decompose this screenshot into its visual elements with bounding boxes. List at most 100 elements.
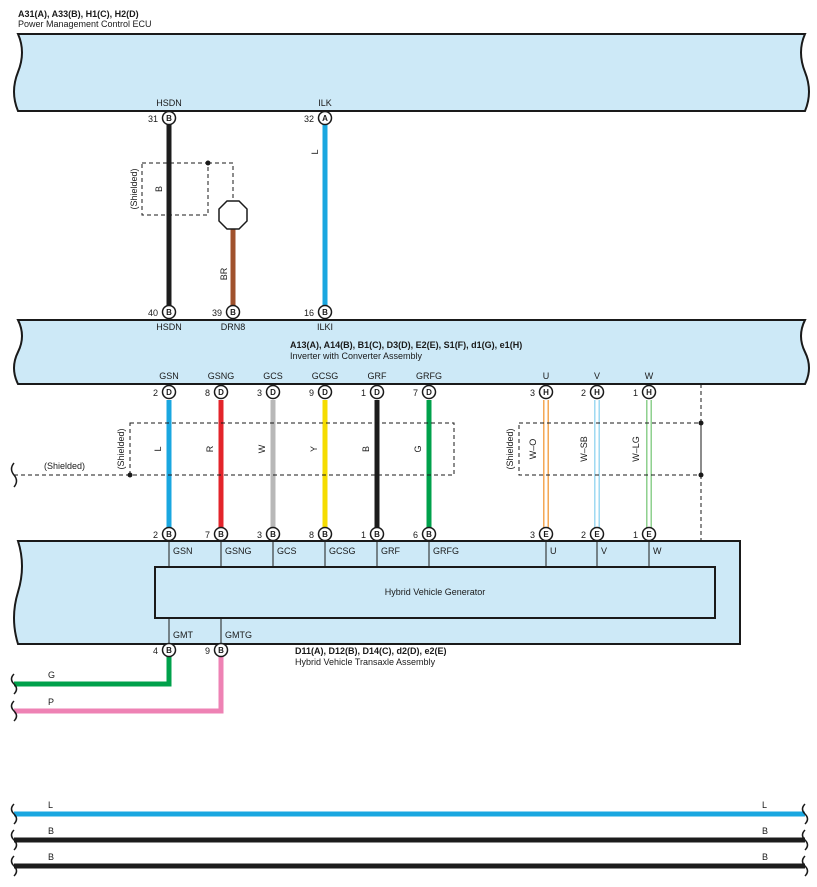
pin-conn-16: B (322, 308, 328, 317)
wire-label-top-br: BR (219, 267, 229, 280)
pin-conn-v-inv: H (594, 388, 600, 397)
pin-num-v-inv: 2 (581, 388, 586, 398)
pin-conn-gsn-trx: B (166, 530, 172, 539)
pin-circle-u-inv (538, 384, 554, 400)
pin-conn-w-inv: H (646, 388, 652, 397)
pin-num-v-trx: 2 (581, 530, 586, 540)
ecu-top-box (13, 33, 810, 112)
transaxle-name: Hybrid Vehicle Transaxle Assembly (295, 657, 436, 667)
pin-conn-gsng-inv: D (218, 388, 224, 397)
pin-num-grf-inv: 1 (361, 388, 366, 398)
pin-conn-32: A (322, 114, 328, 123)
pin-circle-gcs-trx (265, 526, 281, 542)
pin-circle-w-trx (641, 526, 657, 542)
wire-label-u: W–O (528, 439, 538, 460)
shield-external-label: (Shielded) (44, 461, 85, 471)
pin-conn-grf-inv: D (374, 388, 380, 397)
break-mark-bus-2-right (801, 829, 809, 851)
pin-label-drn8: DRN8 (221, 322, 246, 332)
pin-num-gcsg-trx: 8 (309, 530, 314, 540)
shield-splice-right-bottom (698, 472, 704, 478)
pin-num-gcs-inv: 3 (257, 388, 262, 398)
pin-num-grfg-trx: 6 (413, 530, 418, 540)
pin-label-grf-trx: GRF (381, 546, 401, 556)
pin-conn-grfg-inv: D (426, 388, 432, 397)
pin-label-gcs-inv: GCS (263, 371, 283, 381)
pin-num-9: 9 (205, 646, 210, 656)
break-mark-shield (10, 462, 18, 488)
pin-conn-w-trx: E (646, 530, 652, 539)
pin-circle-gcsg-inv (317, 384, 333, 400)
pin-circle-grfg-trx (421, 526, 437, 542)
pin-label-grfg-inv: GRFG (416, 371, 442, 381)
pin-num-gsn-trx: 2 (153, 530, 158, 540)
break-mark-bus-2-left (10, 829, 18, 851)
pin-circle-40 (161, 304, 177, 320)
pin-label-gsng-inv: GSNG (208, 371, 235, 381)
pin-circle-u-trx (538, 526, 554, 542)
pin-label-gcs-trx: GCS (277, 546, 297, 556)
ecu-top-name: Power Management Control ECU (18, 19, 152, 29)
bus-2-left-label: B (48, 826, 54, 836)
pin-label-grf-inv: GRF (368, 371, 388, 381)
pin-num-gsn-inv: 2 (153, 388, 158, 398)
shield-label-top: (Shielded) (129, 168, 139, 209)
shield-hsdn (141, 162, 209, 216)
pin-conn-grf-trx: B (374, 530, 380, 539)
wire-gmtg (14, 656, 224, 714)
wire-label-gcs: W (257, 444, 267, 453)
pin-circle-gcsg-trx (317, 526, 333, 542)
pin-circle-grf-inv (369, 384, 385, 400)
generator-box (154, 566, 716, 619)
wire-label-gsng: R (205, 445, 215, 452)
pin-circle-gcs-inv (265, 384, 281, 400)
pin-num-31: 31 (148, 114, 158, 124)
wire-label-g: G (48, 670, 55, 680)
pin-label-gmt: GMT (173, 630, 193, 640)
pin-num-u-trx: 3 (530, 530, 535, 540)
pin-num-32: 32 (304, 114, 314, 124)
pin-conn-gsn-inv: D (166, 388, 172, 397)
pin-circle-39 (225, 304, 241, 320)
bus-2-right-label: B (762, 826, 768, 836)
pin-circle-gsng-inv (213, 384, 229, 400)
bus-1-left-label: L (48, 800, 53, 810)
ground-point-icon (218, 200, 248, 230)
pin-circle-v-trx (589, 526, 605, 542)
pin-label-grfg-trx: GRFG (433, 546, 459, 556)
pin-num-40: 40 (148, 308, 158, 318)
transaxle-codes: D11(A), D12(B), D14(C), d2(D), e2(E) (295, 646, 447, 656)
wire-label-grf: B (361, 446, 371, 452)
pin-conn-u-inv: H (543, 388, 549, 397)
pin-conn-40: B (166, 308, 172, 317)
pin-conn-gcs-trx: B (270, 530, 276, 539)
pin-num-4: 4 (153, 646, 158, 656)
pin-label-gsn-trx: GSN (173, 546, 193, 556)
pin-label-w-trx: W (653, 546, 662, 556)
pin-conn-31: B (166, 114, 172, 123)
shield-label-mid-right: (Shielded) (505, 428, 515, 469)
pin-label-u-inv: U (543, 371, 550, 381)
wire-label-gsn: L (153, 446, 163, 451)
pin-conn-4: B (166, 646, 172, 655)
pin-circle-4 (161, 642, 177, 658)
shield-splice-left (127, 472, 133, 478)
pin-circle-gsn-trx (161, 526, 177, 542)
pin-label-gsn-inv: GSN (159, 371, 179, 381)
pin-conn-u-trx: E (543, 530, 549, 539)
pin-num-gsng-trx: 7 (205, 530, 210, 540)
pin-num-16: 16 (304, 308, 314, 318)
pin-conn-v-trx: E (594, 530, 600, 539)
break-mark-g (10, 673, 18, 695)
pin-conn-gcs-inv: D (270, 388, 276, 397)
shield-splice-right-top (698, 420, 704, 426)
pin-conn-9: B (218, 646, 224, 655)
pin-label-gmtg: GMTG (225, 630, 252, 640)
break-mark-bus-3-right (801, 855, 809, 877)
pin-label-v-inv: V (594, 371, 600, 381)
ecu-top-codes: A31(A), A33(B), H1(C), H2(D) (18, 9, 139, 19)
pin-label-ilki: ILKI (317, 322, 333, 332)
